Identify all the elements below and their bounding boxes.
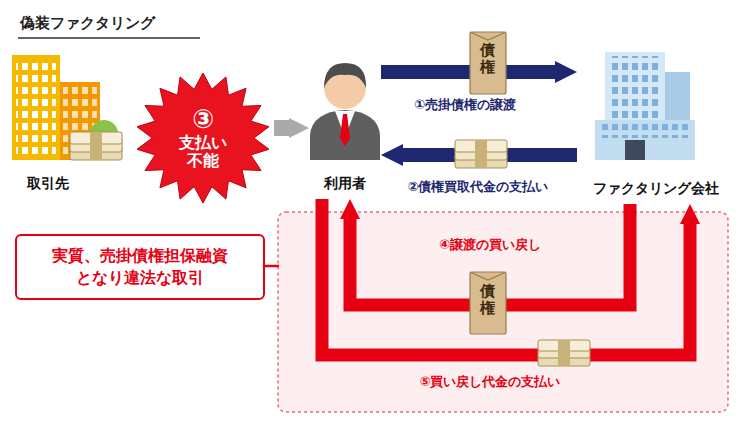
callout-text: 実質、売掛債権担保融資 となり違法な取引 — [47, 245, 233, 288]
diagram-title: 偽装ファクタリング — [20, 14, 155, 33]
edge-label: ④譲渡の買い戻し — [439, 236, 541, 254]
client-node: 取引先 — [0, 55, 95, 195]
starburst-node: ③支払い 不能 — [135, 72, 271, 204]
alert-text: 支払い 不能 — [176, 134, 230, 171]
node-label: 利用者 — [324, 175, 366, 193]
money-icon — [455, 140, 507, 168]
receivable-envelope — [470, 272, 506, 334]
title-underline — [18, 37, 200, 39]
user-person — [310, 63, 380, 160]
connector-arrow — [322, 199, 690, 355]
connector-arrow — [274, 120, 289, 136]
envelope-label: 債権 — [480, 42, 495, 75]
money-icon — [538, 340, 590, 366]
envelope-label: 債権 — [480, 283, 495, 316]
alert-text: ③ — [192, 105, 214, 134]
money-icon — [70, 132, 122, 160]
company-building — [595, 52, 695, 160]
callout-box: 実質、売掛債権担保融資 となり違法な取引 — [15, 234, 265, 300]
receivable-envelope — [470, 32, 506, 94]
edge-label: ⑤買い戻し代金の支払い — [419, 373, 560, 391]
user-node: 利用者 — [312, 55, 378, 195]
edge-label: ①売掛債権の譲渡 — [414, 96, 516, 114]
company-node: ファクタリング会社 — [580, 50, 732, 200]
node-label: 取引先 — [27, 175, 69, 193]
connector-arrow — [381, 65, 555, 79]
leader-line — [265, 265, 279, 268]
node-label: ファクタリング会社 — [593, 180, 719, 198]
starburst-outline — [137, 73, 269, 203]
edge-label: ②債権買取代金の支払い — [407, 178, 548, 196]
